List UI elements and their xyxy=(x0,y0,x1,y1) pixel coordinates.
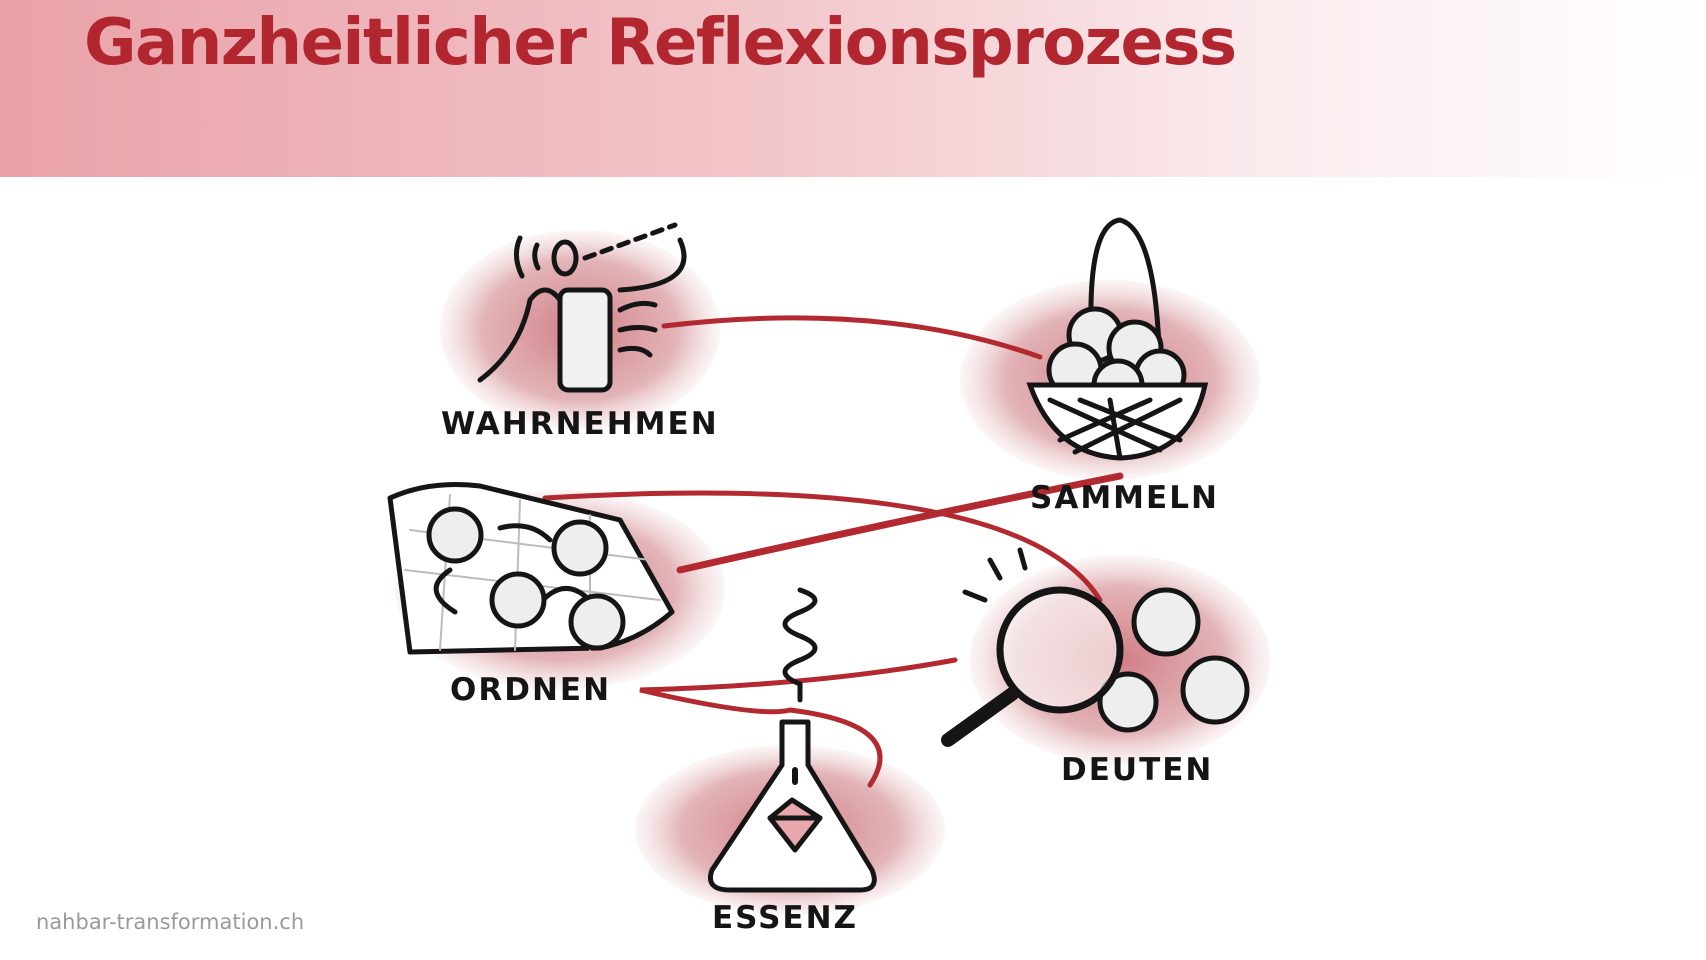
connector-sammeln-ordnen xyxy=(676,472,1124,574)
perceive-icon xyxy=(477,222,687,393)
connector-wahrnehmen-sammeln xyxy=(661,315,1043,360)
connector-ordnen-deuten xyxy=(542,490,1103,603)
page-title: Ganzheitlicher Reflexionsprozess xyxy=(84,6,1237,80)
footer-url: nahbar-transformation.ch xyxy=(36,910,305,934)
step-label-ordnen: ORDNEN xyxy=(450,672,612,708)
step-label-deuten: DEUTEN xyxy=(1061,752,1214,788)
connector-deuten-essenz xyxy=(639,657,958,788)
connector-lines xyxy=(542,315,1124,788)
map-icon xyxy=(387,482,675,655)
step-label-sammeln: SAMMELN xyxy=(1030,480,1219,516)
title-banner xyxy=(0,0,1706,177)
step-label-essenz: ESSENZ xyxy=(712,900,859,936)
flask-diamond-icon xyxy=(708,587,877,893)
magnifier-icon xyxy=(941,547,1250,747)
basket-icon xyxy=(1026,217,1209,461)
step-label-wahrnehmen: WAHRNEHMEN xyxy=(441,406,719,442)
